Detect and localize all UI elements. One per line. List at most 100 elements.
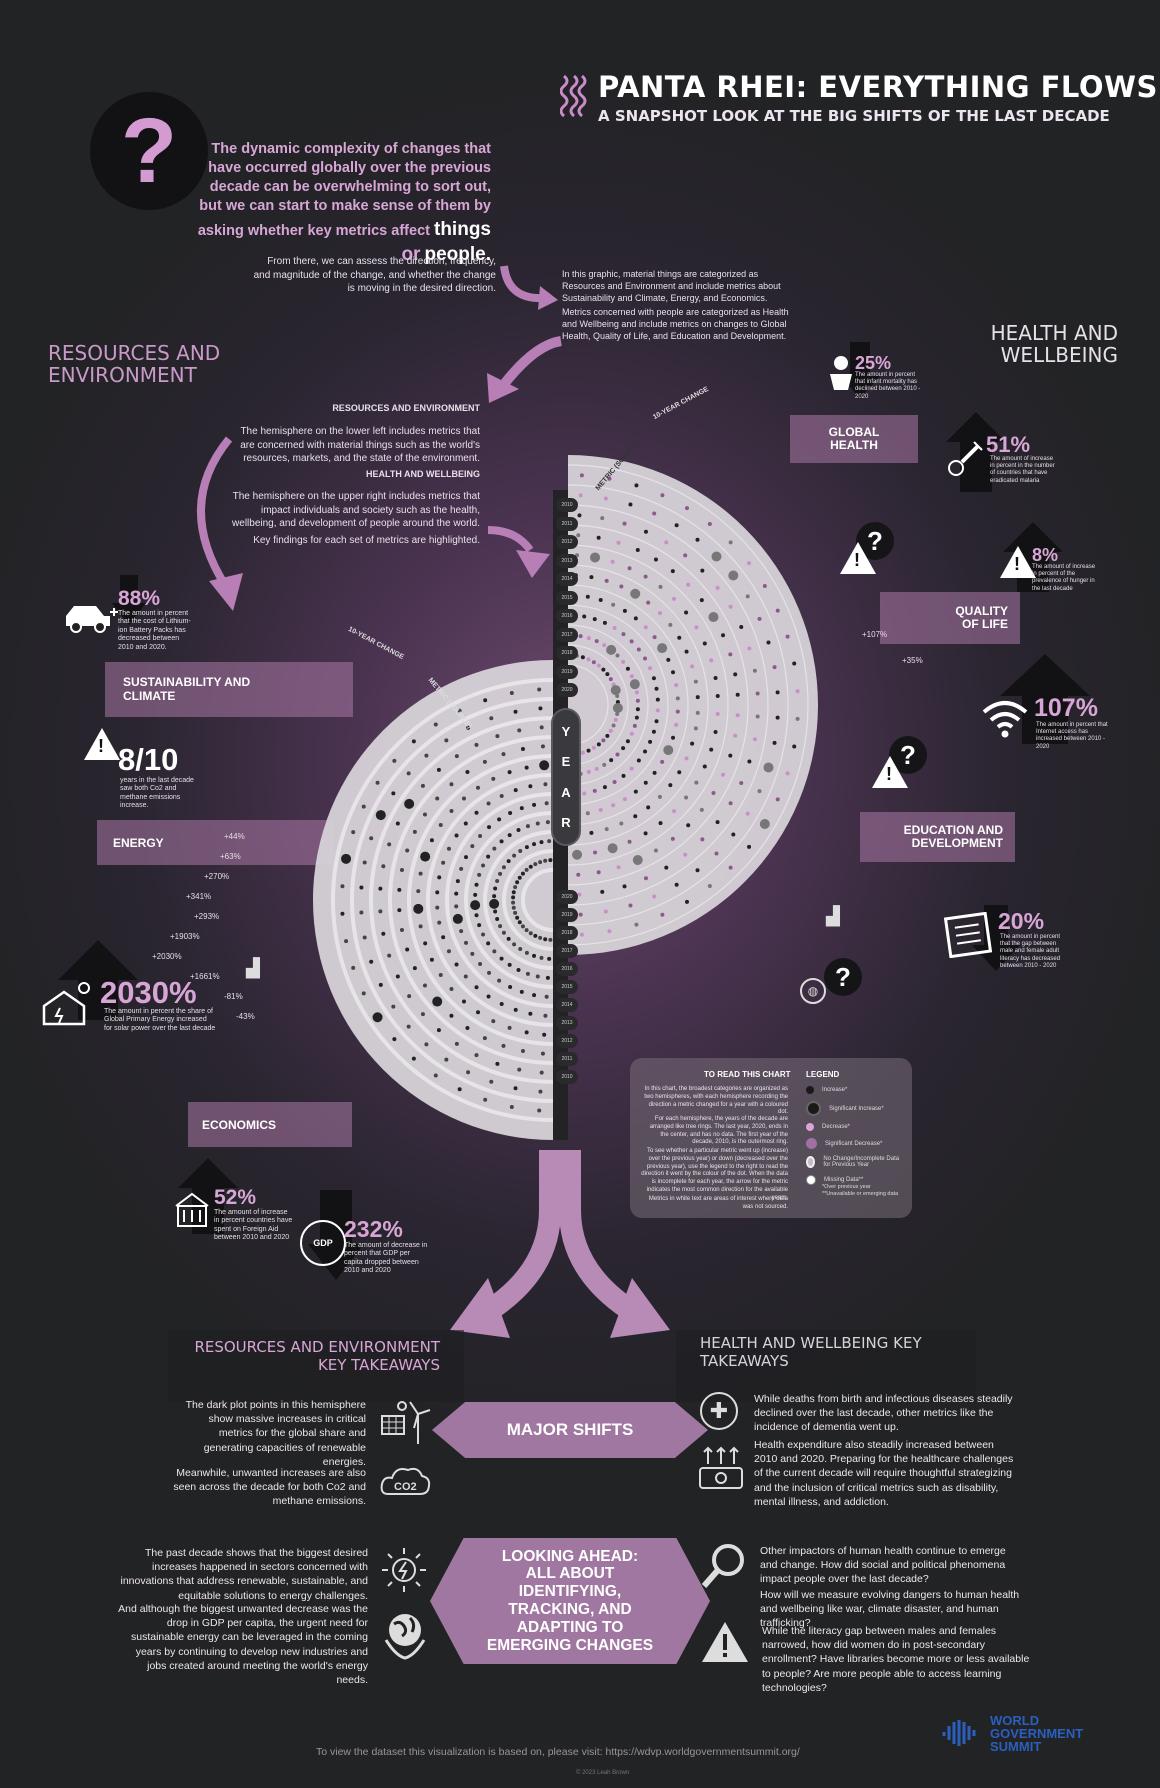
stat-2030-note: The amount in percent the share of Globa… bbox=[104, 1008, 216, 1032]
resources-data-dot bbox=[465, 1026, 470, 1031]
resources-data-dot bbox=[507, 770, 512, 775]
band-qol-label: QUALITY OF LIFE bbox=[955, 603, 1008, 631]
resources-data-dot bbox=[545, 975, 550, 980]
resources-data-dot bbox=[499, 839, 504, 844]
health-data-dot bbox=[684, 795, 689, 800]
band-energy-label: ENERGY bbox=[113, 835, 164, 850]
question-mark-icon: ? bbox=[120, 99, 178, 202]
health-data-dot bbox=[731, 832, 736, 837]
resources-data-dot bbox=[413, 903, 424, 914]
health-data-dot bbox=[625, 666, 630, 671]
health-data-dot bbox=[643, 831, 648, 836]
health-data-dot bbox=[695, 868, 700, 873]
stat-52-note: The amount of increase in percent countr… bbox=[214, 1209, 293, 1242]
health-data-dot bbox=[663, 745, 674, 756]
health-data-dot bbox=[612, 703, 623, 714]
resources-data-dot bbox=[489, 898, 500, 909]
resources-data-dot bbox=[524, 1030, 529, 1035]
baby-icon bbox=[826, 354, 856, 394]
resources-data-dot bbox=[475, 785, 480, 790]
health-data-dot bbox=[658, 821, 663, 826]
health-data-dot bbox=[643, 780, 648, 785]
year-letter-e: E bbox=[561, 754, 571, 770]
resources-data-dot bbox=[513, 1007, 518, 1012]
resources-data-dot bbox=[511, 895, 516, 900]
page-subtitle: A SNAPSHOT LOOK AT THE BIG SHIFTS OF THE… bbox=[598, 107, 1110, 125]
resources-data-dot bbox=[535, 821, 540, 826]
health-data-dot bbox=[585, 594, 590, 599]
resources-data-dot bbox=[506, 936, 511, 941]
resources-data-dot bbox=[449, 782, 454, 787]
health-data-dot bbox=[652, 635, 657, 640]
resources-data-dot bbox=[459, 929, 464, 934]
resources-data-dot bbox=[508, 984, 513, 989]
year-tick: 2018 bbox=[556, 926, 578, 940]
stat-8-10-note: years in the last decade saw both Co2 an… bbox=[120, 777, 194, 810]
resources-data-dot bbox=[418, 871, 423, 876]
year-tick: 2011 bbox=[556, 1052, 578, 1066]
virus-syringe-icon bbox=[944, 440, 984, 480]
health-data-dot bbox=[627, 566, 632, 571]
resources-data-dot bbox=[501, 865, 506, 870]
health-data-dot bbox=[603, 909, 608, 914]
health-data-dot bbox=[619, 821, 624, 826]
resources-data-dot bbox=[372, 1012, 383, 1023]
health-data-dot bbox=[603, 496, 608, 501]
resources-data-dot bbox=[481, 863, 486, 868]
resources-data-dot bbox=[375, 810, 386, 821]
re-heading: RESOURCES AND ENVIRONMENT bbox=[332, 403, 480, 413]
health-data-dot bbox=[694, 625, 699, 630]
legend-heading: LEGEND bbox=[806, 1070, 840, 1079]
resources-data-dot bbox=[487, 970, 492, 975]
health-data-dot bbox=[596, 742, 601, 747]
resources-data-dot bbox=[359, 885, 364, 890]
foreign-aid-icon bbox=[172, 1186, 212, 1228]
solar-house-icon bbox=[40, 980, 98, 1026]
health-data-dot bbox=[686, 582, 691, 587]
health-data-dot bbox=[792, 744, 797, 749]
read-chart-p3: To see whether a particular metric went … bbox=[641, 1148, 788, 1201]
health-data-dot bbox=[608, 728, 613, 733]
resources-data-dot bbox=[418, 924, 423, 929]
resources-data-dot bbox=[547, 956, 552, 961]
resources-data-dot bbox=[441, 935, 446, 940]
legend-swatch bbox=[806, 1123, 814, 1131]
health-data-dot bbox=[590, 552, 601, 563]
health-data-dot bbox=[695, 537, 700, 542]
resources-data-dot bbox=[542, 1032, 547, 1037]
resources-data-dot bbox=[520, 1049, 525, 1054]
wifi-icon bbox=[980, 696, 1030, 738]
health-data-dot bbox=[684, 649, 689, 654]
health-data-dot bbox=[607, 843, 618, 854]
resources-data-dot bbox=[473, 892, 478, 897]
resources-data-dot bbox=[378, 886, 383, 891]
resources-data-dot bbox=[513, 788, 518, 793]
health-data-dot bbox=[733, 672, 738, 677]
resources-data-dot bbox=[539, 840, 544, 845]
health-data-dot bbox=[633, 616, 638, 621]
resources-data-dot bbox=[420, 783, 425, 788]
health-data-dot bbox=[694, 780, 699, 785]
resources-data-dot bbox=[387, 842, 392, 847]
resources-data-dot bbox=[387, 953, 392, 958]
health-data-dot bbox=[615, 693, 620, 698]
resources-data-dot bbox=[423, 941, 428, 946]
resources-data-dot bbox=[538, 706, 543, 711]
stat-8-10: 8/10 bbox=[118, 742, 179, 777]
stat-88: 88% bbox=[118, 587, 161, 610]
year-tick: 2016 bbox=[556, 962, 578, 976]
health-data-dot bbox=[795, 716, 800, 721]
resources-data-dot bbox=[498, 871, 503, 876]
resources-data-dot bbox=[454, 962, 459, 967]
health-data-dot bbox=[578, 493, 583, 498]
health-data-dot bbox=[713, 675, 718, 680]
energy-change-label: +1661% bbox=[190, 972, 220, 981]
sun-bolt-icon bbox=[380, 1546, 428, 1594]
health-data-dot bbox=[604, 827, 609, 832]
health-ring bbox=[567, 524, 749, 886]
health-data-dot bbox=[700, 568, 705, 573]
legend-label: Increase* bbox=[822, 1087, 848, 1093]
resources-data-dot bbox=[543, 1013, 548, 1018]
health-data-dot bbox=[671, 735, 676, 740]
resources-ring bbox=[502, 849, 554, 951]
